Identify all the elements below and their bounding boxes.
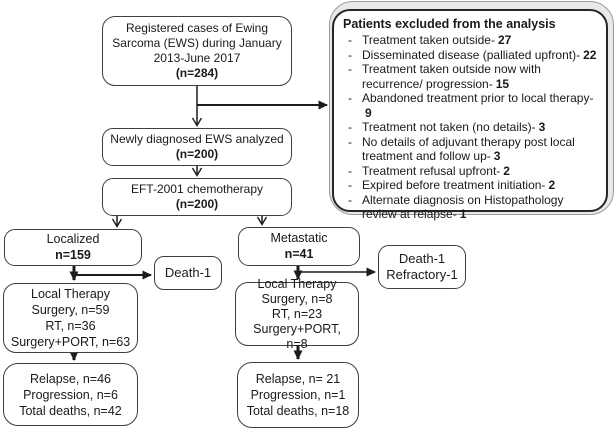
localized-text: Localized	[46, 232, 100, 246]
exclusion-bullet: -	[348, 47, 352, 62]
chemotherapy-text: EFT-2001 chemotherapy	[130, 182, 264, 196]
exclusion-item: - No details of adjuvant therapy post lo…	[343, 135, 600, 164]
local-therapy-localized-box: Local Therapy Surgery, n=59 RT, n=36 Sur…	[3, 283, 138, 353]
outcome-line: Relapse, n= 21	[255, 372, 341, 386]
exclusion-value: 3	[493, 149, 501, 163]
registered-cases-text: Registered cases of Ewing Sarcoma (EWS) …	[112, 21, 282, 65]
registered-cases-box: Registered cases of Ewing Sarcoma (EWS) …	[102, 16, 292, 86]
death-metastatic-box: Death-1 Refractory-1	[378, 245, 466, 289]
exclusion-item: - Treatment not taken (no details)-3	[343, 120, 600, 135]
exclusion-bullet: -	[348, 163, 352, 178]
registered-cases-count: (n=284)	[175, 66, 219, 80]
exclusion-bullet: -	[348, 178, 352, 192]
local-therapy-line: Surgery+PORT, n=63	[10, 335, 131, 349]
exclusion-bullet: -	[348, 62, 352, 76]
localized-box: Localized n=159	[4, 229, 142, 266]
exclusion-bullet: -	[348, 192, 352, 207]
local-therapy-line: Surgery, n=8	[261, 291, 333, 306]
exclusions-panel: Patients excluded from the analysis - Tr…	[332, 9, 608, 221]
exclusion-value: 2	[548, 178, 556, 192]
exclusions-title: Patients excluded from the analysis	[343, 17, 556, 31]
death-metastatic-line1: Death-1	[398, 251, 446, 266]
exclusion-value: 22	[583, 47, 597, 62]
exclusion-value: 27	[497, 33, 512, 47]
metastatic-text: Metastatic	[270, 231, 328, 245]
local-therapy-line: RT, n=23	[271, 306, 323, 321]
exclusion-value: 15	[495, 76, 510, 91]
local-therapy-line: Local Therapy	[257, 276, 337, 291]
newly-diagnosed-box: Newly diagnosed EWS analyzed (n=200)	[102, 128, 292, 166]
newly-diagnosed-text: Newly diagnosed EWS analyzed	[110, 132, 284, 146]
metastatic-box: Metastatic n=41	[238, 227, 360, 266]
exclusion-item: - Treatment taken outside now with recur…	[343, 62, 600, 91]
local-therapy-line: RT, n=36	[45, 319, 96, 333]
exclusion-text: No details of adjuvant therapy post loca…	[362, 134, 575, 164]
exclusion-item: - Expired before treatment initiation-2	[343, 178, 600, 193]
exclusion-bullet: -	[348, 91, 352, 105]
newly-diagnosed-count: (n=200)	[175, 147, 219, 161]
exclusion-item: - Abandoned treatment prior to local the…	[343, 91, 600, 120]
exclusion-text: Treatment taken outside-	[362, 33, 495, 47]
exclusion-bullet: -	[348, 33, 352, 47]
exclusion-item: - Alternate diagnosis on Histopathology …	[343, 193, 600, 222]
local-therapy-metastatic-box: Local Therapy Surgery, n=8 RT, n=23 Surg…	[235, 277, 359, 351]
metastatic-count: n=41	[284, 246, 314, 261]
death-metastatic-line2: Refractory-1	[386, 267, 458, 282]
exclusion-item: - Treatment taken outside-27	[343, 33, 600, 48]
death-localized-text: Death-1	[164, 265, 212, 281]
outcome-localized-box: Relapse, n=46 Progression, n=6 Total dea…	[3, 363, 138, 426]
exclusion-text: Treatment refusal upfront-	[362, 163, 501, 178]
outcome-metastatic-box: Relapse, n= 21 Progression, n=1 Total de…	[237, 362, 359, 428]
chemotherapy-box: EFT-2001 chemotherapy (n=200)	[102, 178, 292, 216]
exclusion-item: - Treatment refusal upfront-2	[343, 164, 600, 179]
exclusion-text: Treatment taken outside now with recurre…	[362, 62, 541, 91]
local-therapy-line: Local Therapy	[31, 287, 110, 301]
exclusion-text: Disseminated disease (palliated upfront)…	[362, 47, 581, 62]
exclusion-text: Abandoned treatment prior to local thera…	[362, 91, 594, 105]
exclusion-value: 3	[538, 120, 546, 134]
exclusion-bullet: -	[348, 120, 352, 134]
exclusion-value: 2	[503, 163, 510, 178]
exclusion-item: - Disseminated disease (palliated upfron…	[343, 48, 600, 63]
outcome-line: Progression, n=1	[250, 388, 346, 402]
local-therapy-line: Surgery+PORT, n=8	[253, 321, 341, 351]
exclusion-bullet: -	[348, 134, 352, 149]
outcome-line: Relapse, n=46	[30, 371, 111, 386]
exclusion-text: Treatment not taken (no details)-	[362, 120, 536, 134]
local-therapy-line: Surgery, n=59	[31, 303, 110, 317]
exclusion-value: 1	[459, 207, 467, 221]
outcome-line: Total deaths, n=18	[246, 404, 350, 418]
outcome-line: Total deaths, n=42	[19, 403, 122, 418]
localized-count: n=159	[55, 247, 91, 262]
exclusion-text: Expired before treatment initiation-	[362, 178, 546, 192]
chemotherapy-count: (n=200)	[175, 197, 219, 211]
exclusion-value: 9	[365, 105, 372, 120]
death-localized-box: Death-1	[154, 256, 222, 290]
outcome-line: Progression, n=6	[23, 387, 118, 402]
exclusion-text: Alternate diagnosis on Histopathology re…	[362, 192, 564, 222]
